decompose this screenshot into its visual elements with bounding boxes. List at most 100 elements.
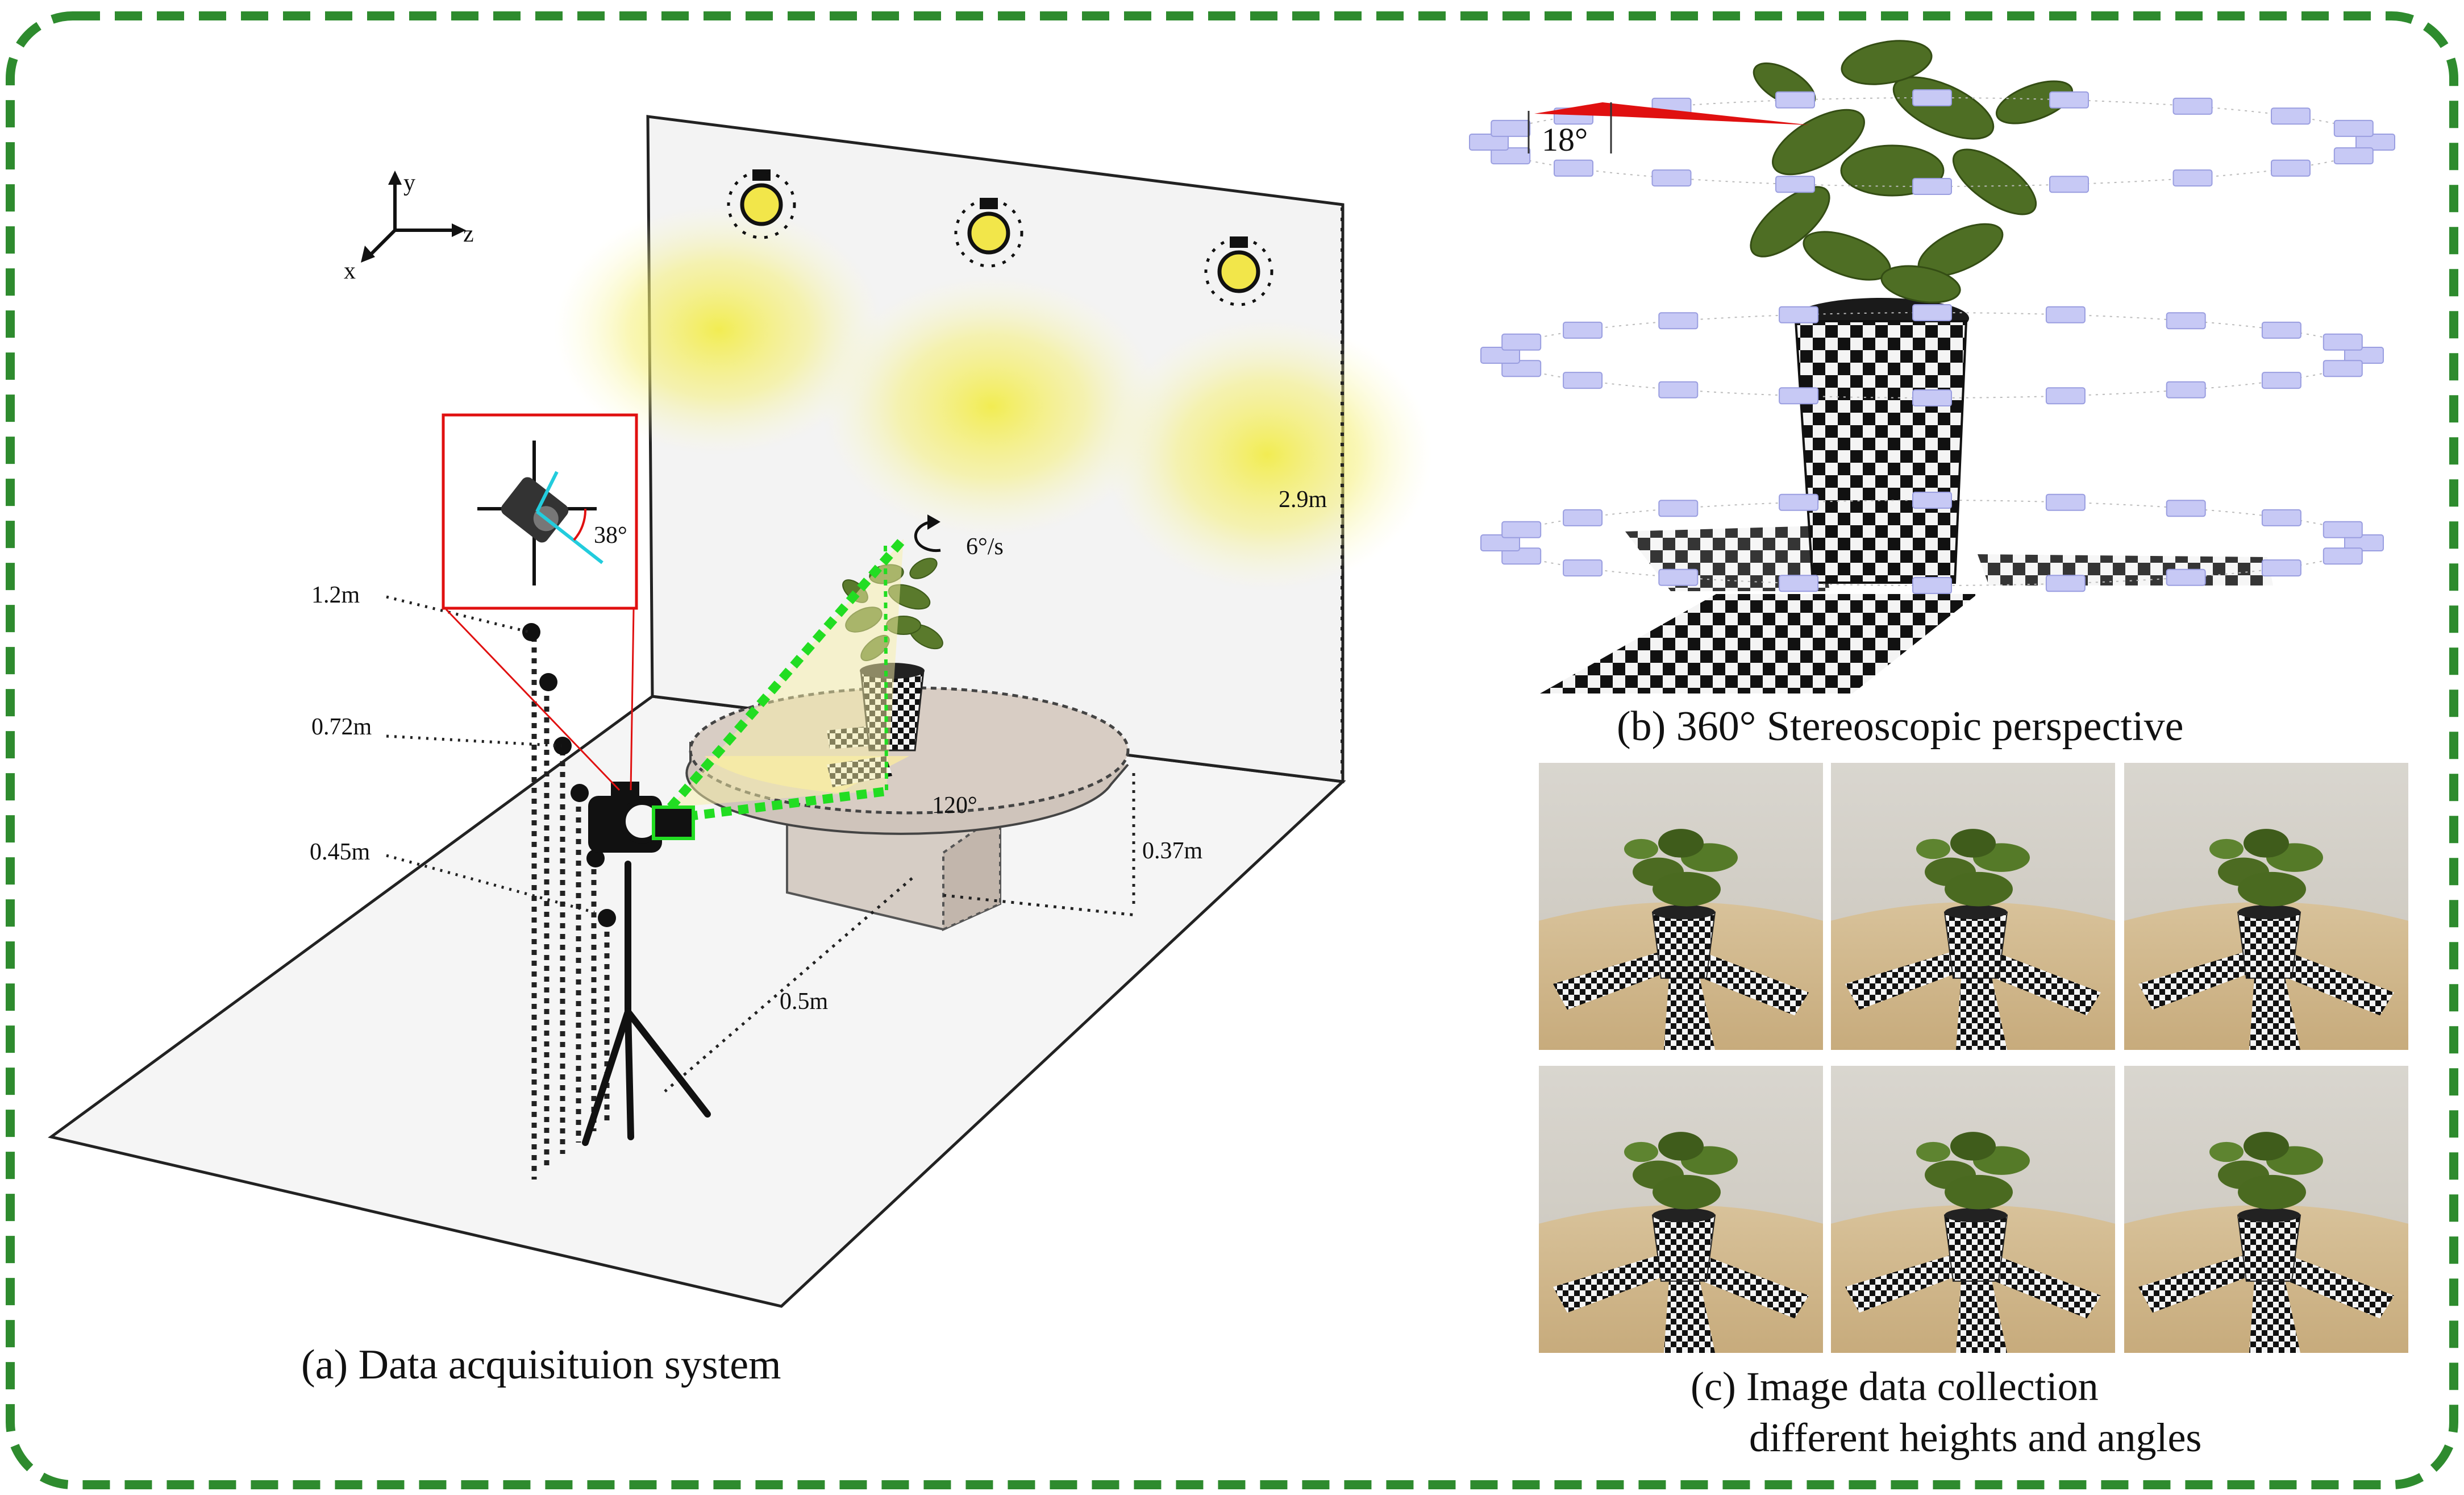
caption-panel-c-line1: (c) Image data collection bbox=[1691, 1364, 2099, 1409]
ring-camera-marker bbox=[2166, 568, 2206, 586]
ring-camera-marker bbox=[1501, 547, 1542, 565]
height-label-high: 1.2m bbox=[311, 582, 360, 608]
ring-camera-marker bbox=[1501, 360, 1542, 377]
figure-frame bbox=[6, 11, 2458, 1489]
ring-camera-marker bbox=[2323, 333, 2363, 351]
distance-label: 0.5m bbox=[780, 989, 829, 1015]
collection-photo bbox=[2124, 763, 2408, 1050]
camera-ring-top bbox=[1469, 89, 2395, 195]
ring-camera-marker bbox=[2344, 534, 2384, 551]
ring-camera-marker bbox=[1480, 347, 1520, 364]
ring-camera-marker bbox=[1912, 577, 1952, 594]
caption-panel-c-line2: different heights and angles bbox=[1749, 1415, 2201, 1460]
ring-camera-marker bbox=[1912, 304, 1952, 321]
ring-camera-marker bbox=[1779, 387, 1819, 405]
ring-camera-marker bbox=[1912, 89, 1952, 106]
ring-camera-marker bbox=[1563, 559, 1603, 577]
ring-camera-marker bbox=[1563, 509, 1603, 526]
height-markers bbox=[531, 637, 610, 1180]
collection-photo bbox=[1539, 1066, 1823, 1353]
ring-camera-marker bbox=[2045, 387, 2086, 405]
height-label-low: 0.45m bbox=[310, 839, 371, 865]
table-height-label: 0.37m bbox=[1142, 838, 1203, 864]
ring-camera-marker bbox=[2172, 97, 2213, 115]
ring-camera-marker bbox=[1501, 521, 1542, 538]
ring-camera-marker bbox=[2045, 306, 2086, 323]
ring-camera-marker bbox=[1563, 372, 1603, 389]
angle-label: 18° bbox=[1542, 121, 1588, 158]
ring-camera-marker bbox=[1912, 389, 1952, 406]
ring-camera-marker bbox=[2323, 521, 2363, 538]
camera-tilt-callout bbox=[442, 413, 638, 610]
ring-camera-marker bbox=[2271, 107, 2311, 125]
panel-a: y z x 2.9m 0.37m 0.5m bbox=[48, 115, 1432, 1388]
camera-ring-low bbox=[1480, 492, 2384, 594]
ring-camera-marker bbox=[1779, 493, 1819, 511]
ring-camera-marker bbox=[2261, 559, 2301, 577]
ring-camera-marker bbox=[1491, 119, 1531, 137]
camera-tilt-label: 38° bbox=[594, 522, 627, 549]
camera-ring-mid bbox=[1480, 304, 2384, 406]
ring-camera-marker bbox=[2166, 312, 2206, 330]
collection-photo bbox=[1539, 763, 1823, 1050]
collection-photo bbox=[1831, 1066, 2115, 1353]
height-label-mid: 0.72m bbox=[311, 714, 372, 740]
ring-camera-marker bbox=[2323, 360, 2363, 377]
ring-camera-marker bbox=[1554, 159, 1593, 177]
wall-height-label: 2.9m bbox=[1279, 487, 1327, 513]
rotation-arrow-icon bbox=[914, 514, 941, 553]
axis-y-label: y bbox=[403, 170, 415, 196]
checker-pot bbox=[1793, 298, 1969, 584]
ring-camera-marker bbox=[2333, 147, 2374, 165]
ring-camera-marker bbox=[1501, 333, 1542, 351]
ring-camera-marker bbox=[2166, 381, 2206, 398]
view-cone bbox=[667, 535, 908, 823]
ring-camera-marker bbox=[2261, 372, 2301, 389]
ring-camera-marker bbox=[1491, 147, 1531, 165]
light-glow-1 bbox=[554, 205, 884, 455]
ring-camera-marker bbox=[1658, 312, 1699, 330]
view-angle-label: 120° bbox=[932, 792, 977, 819]
panel-b: 18° (b) 360° Stereoscopic perspective bbox=[1469, 28, 2395, 750]
rotation-speed-label: 6°/s bbox=[966, 534, 1004, 560]
axis-z-label: z bbox=[463, 221, 474, 247]
ring-camera-marker bbox=[2045, 575, 2086, 592]
ring-camera-marker bbox=[2271, 159, 2311, 177]
caption-panel-b: (b) 360° Stereoscopic perspective bbox=[1617, 703, 2183, 750]
tripod-icon bbox=[582, 861, 711, 1146]
angle-marker bbox=[1527, 102, 1810, 153]
ring-camera-marker bbox=[2049, 176, 2089, 193]
axis-x-label: x bbox=[344, 258, 356, 284]
collection-photo bbox=[2124, 1066, 2408, 1353]
ring-camera-marker bbox=[2261, 509, 2301, 526]
ring-camera-marker bbox=[1775, 176, 1815, 193]
panel-c: (c) Image data collection different heig… bbox=[1539, 763, 2408, 1460]
ring-camera-marker bbox=[1563, 321, 1603, 339]
caption-panel-a: (a) Data acquisituion system bbox=[301, 1342, 781, 1388]
ring-camera-marker bbox=[2166, 500, 2206, 517]
collection-photo bbox=[1831, 763, 2115, 1050]
light-glow-3 bbox=[1102, 318, 1432, 591]
ring-camera-marker bbox=[1912, 178, 1952, 195]
light-bulb-icon bbox=[954, 198, 1023, 268]
ring-camera-marker bbox=[1651, 169, 1692, 187]
ring-camera-marker bbox=[1480, 534, 1520, 551]
camera-icon bbox=[588, 782, 695, 853]
ring-camera-marker bbox=[2333, 119, 2374, 137]
height-dots bbox=[522, 623, 616, 927]
ring-camera-marker bbox=[2355, 134, 2395, 151]
ring-camera-marker bbox=[1658, 500, 1699, 517]
plant-foliage-b bbox=[1750, 40, 2074, 304]
ring-camera-marker bbox=[1779, 575, 1819, 592]
ring-camera-marker bbox=[1658, 381, 1699, 398]
ring-camera-marker bbox=[2049, 91, 2089, 109]
light-glow-2 bbox=[821, 276, 1162, 537]
ring-camera-marker bbox=[2261, 321, 2301, 339]
ring-camera-marker bbox=[2045, 493, 2086, 511]
ring-camera-marker bbox=[1779, 306, 1819, 323]
light-bulb-icon bbox=[1204, 236, 1273, 306]
ring-camera-marker bbox=[2323, 547, 2363, 565]
ring-camera-marker bbox=[2344, 347, 2384, 364]
ring-camera-marker bbox=[1469, 134, 1509, 151]
